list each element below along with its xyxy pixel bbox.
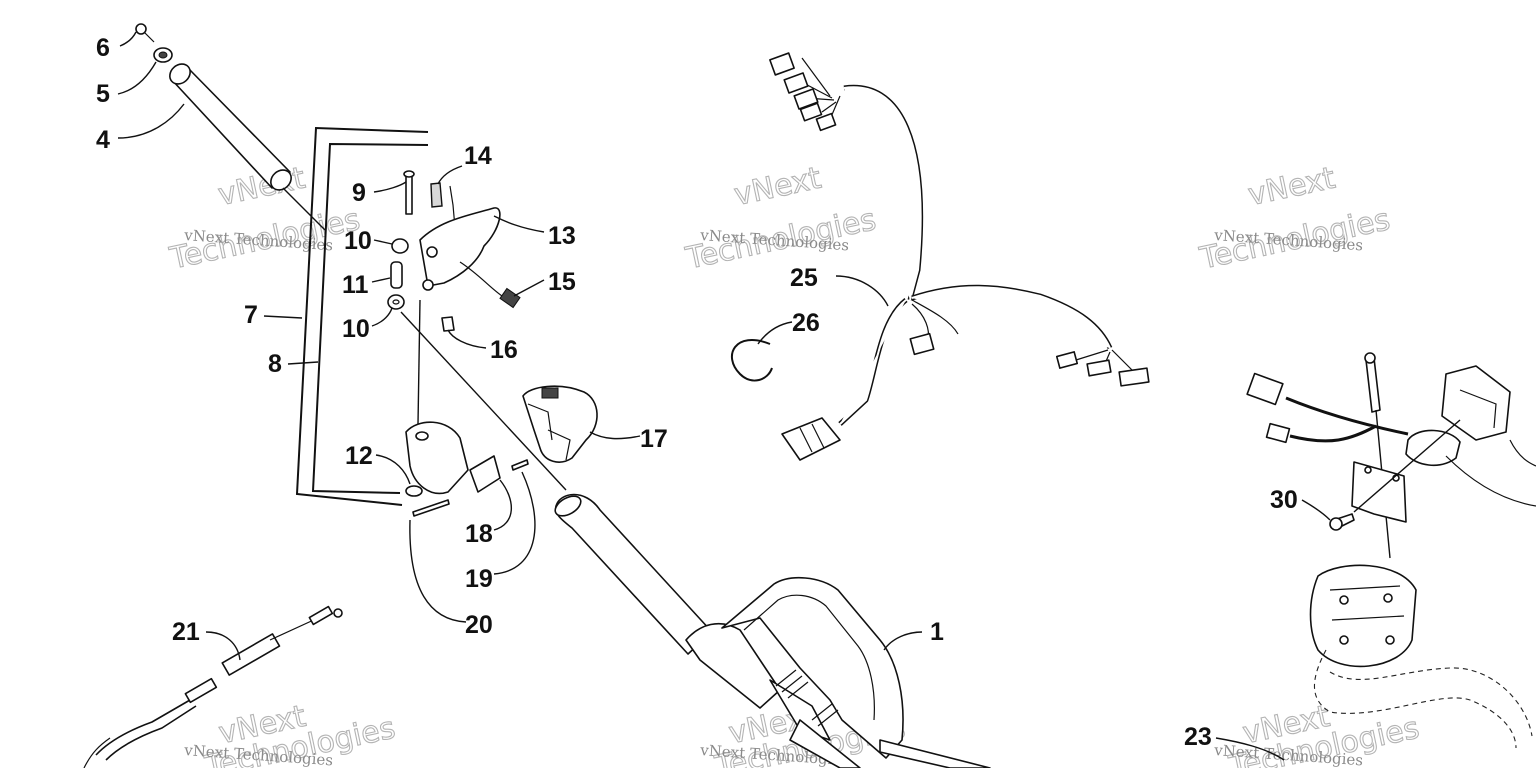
- washer-part-10a[interactable]: [391, 238, 409, 254]
- throttle-housing-part[interactable]: [405, 421, 501, 495]
- grip-assembly: [135, 23, 326, 231]
- callout-labels: 1 4 5 6 7 8 9 10 10 11 12 13 14 15 16 17…: [96, 34, 1298, 751]
- callout-23: 23: [1184, 723, 1212, 751]
- knurled-section: [775, 669, 839, 727]
- bracket-7: [295, 126, 429, 506]
- callout-4: 4: [96, 126, 110, 154]
- screw-part-30[interactable]: [1329, 513, 1355, 531]
- callout-10b: 10: [342, 315, 370, 343]
- grip-part-4[interactable]: [166, 60, 326, 231]
- bracket-8: [311, 142, 429, 494]
- callout-15: 15: [548, 268, 576, 296]
- handlebar-part-1[interactable]: [552, 492, 991, 768]
- wiring-harness-part-25[interactable]: [769, 52, 1150, 461]
- switch-housing-part-17[interactable]: [522, 385, 598, 463]
- screw-part-20[interactable]: [412, 499, 450, 517]
- callout-18: 18: [465, 520, 493, 548]
- callout-17: 17: [640, 425, 668, 453]
- callout-9: 9: [352, 179, 366, 207]
- master-cylinder-part[interactable]: [1309, 564, 1417, 668]
- leader-lines: [117, 31, 1331, 661]
- mount-plate[interactable]: [1351, 419, 1461, 523]
- callout-5: 5: [96, 80, 110, 108]
- callout-14: 14: [464, 142, 492, 170]
- assembly-brackets: [295, 126, 429, 506]
- switch-bracket-part[interactable]: [1405, 365, 1536, 507]
- callout-8: 8: [268, 350, 282, 378]
- pin-part-9[interactable]: [403, 170, 415, 215]
- watermark: vNext Technologies: [1196, 160, 1394, 277]
- callout-26: 26: [792, 309, 820, 337]
- tie-strap-part-26[interactable]: [730, 321, 793, 382]
- watermark: vNext Technologies: [682, 160, 880, 277]
- screw-part-19[interactable]: [511, 459, 529, 471]
- washer-part-5[interactable]: [153, 47, 173, 63]
- brake-assembly: [1215, 352, 1536, 761]
- washer-part-10b[interactable]: [387, 294, 405, 310]
- brake-lever-part[interactable]: [1313, 649, 1533, 749]
- connector-part[interactable]: [1246, 372, 1409, 444]
- callout-20: 20: [465, 611, 493, 639]
- bolt-part[interactable]: [1364, 352, 1391, 559]
- callout-21: 21: [172, 618, 200, 646]
- clip-part-16[interactable]: [441, 316, 455, 332]
- washer-part-12[interactable]: [405, 485, 423, 497]
- lever-part-13[interactable]: [419, 207, 501, 291]
- callout-25: 25: [790, 264, 818, 292]
- callout-11: 11: [342, 271, 369, 299]
- callout-13: 13: [548, 222, 576, 250]
- watermark-logo-top: vNext: [1245, 161, 1338, 214]
- callout-30: 30: [1270, 486, 1298, 514]
- callout-19: 19: [465, 565, 493, 593]
- watermark-logo-top: vNext: [731, 161, 824, 214]
- throttle-cable-part-21[interactable]: [83, 605, 343, 768]
- throttle-components: [387, 170, 598, 517]
- callout-7: 7: [244, 301, 258, 329]
- callout-16: 16: [490, 336, 518, 364]
- callout-12: 12: [345, 442, 373, 470]
- sleeve-part-11[interactable]: [390, 261, 403, 289]
- callout-6: 6: [96, 34, 110, 62]
- screw-part-6[interactable]: [135, 23, 155, 43]
- callout-1: 1: [930, 618, 944, 646]
- wire-connector-part-15[interactable]: [459, 261, 521, 309]
- callout-10a: 10: [344, 227, 372, 255]
